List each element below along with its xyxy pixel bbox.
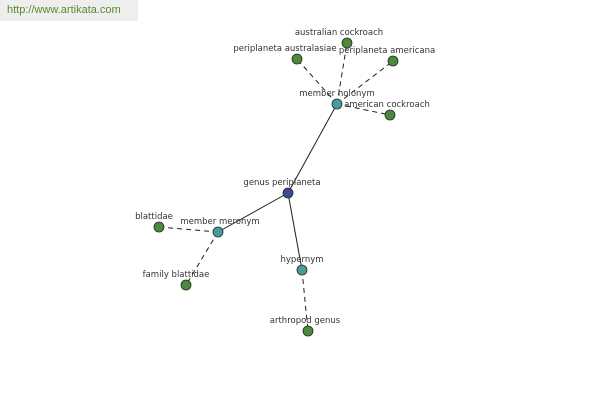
site-url-banner[interactable]: http://www.artikata.com [0, 0, 138, 21]
node-member-meronym[interactable] [212, 226, 224, 238]
edge-member-holonym-to-american-cockroach [336, 103, 391, 116]
node-periplaneta-americana[interactable] [387, 55, 399, 67]
edge-member-meronym-to-blattidae [158, 226, 219, 233]
nodes-layer [153, 37, 399, 337]
node-periplaneta-australasiae[interactable] [291, 53, 303, 65]
node-label-periplaneta-australasiae: periplaneta australasiae [233, 44, 336, 54]
node-arthropod-genus[interactable] [302, 325, 314, 337]
node-label-australian-cockroach: australian cockroach [295, 28, 383, 38]
node-label-member-holonym: member holonym [299, 89, 374, 99]
edge-member-meronym-to-family-blattidae [185, 231, 219, 286]
node-blattidae[interactable] [153, 221, 165, 233]
edge-genus-periplaneta-to-member-meronym [217, 192, 289, 233]
node-label-genus-periplaneta: genus periplaneta [243, 178, 320, 188]
node-australian-cockroach[interactable] [341, 37, 353, 49]
node-label-american-cockroach: american cockroach [344, 100, 430, 110]
node-label-blattidae: blattidae [135, 212, 173, 222]
edge-genus-periplaneta-to-hypernym [287, 192, 303, 271]
node-genus-periplaneta[interactable] [282, 187, 294, 199]
node-member-holonym[interactable] [331, 98, 343, 110]
edge-member-holonym-to-australian-cockroach [336, 42, 348, 105]
node-american-cockroach[interactable] [384, 109, 396, 121]
edge-member-holonym-to-periplaneta-australasiae [296, 58, 338, 105]
edge-hypernym-to-arthropod-genus [301, 269, 309, 332]
edge-member-holonym-to-periplaneta-americana [336, 60, 394, 105]
node-label-periplaneta-americana: periplaneta americana [339, 46, 435, 56]
node-label-hypernym: hypernym [280, 255, 323, 265]
edges-layer [158, 42, 394, 332]
node-label-arthropod-genus: arthropod genus [270, 316, 341, 326]
node-label-family-blattidae: family blattidae [143, 270, 210, 280]
node-label-member-meronym: member meronym [180, 217, 259, 227]
labels-layer: genus periplaneta member holonym member me… [135, 28, 435, 326]
node-family-blattidae[interactable] [180, 279, 192, 291]
node-hypernym[interactable] [296, 264, 308, 276]
edge-genus-periplaneta-to-member-holonym [287, 103, 338, 194]
